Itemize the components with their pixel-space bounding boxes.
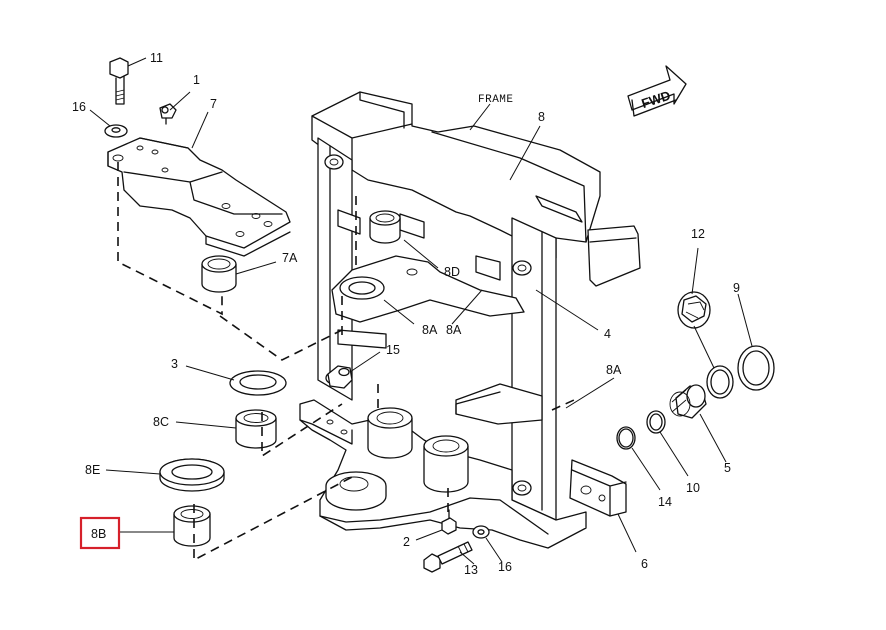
label-7: 7: [210, 97, 217, 111]
alignment-lines: [117, 162, 575, 562]
bolt-13: [423, 541, 473, 573]
ring-10: [646, 410, 666, 434]
label-15: 15: [386, 343, 400, 357]
fwd-arrow-icon: FWD: [627, 65, 687, 117]
washer-16-top: [104, 124, 128, 138]
washer-3: [229, 370, 287, 396]
label-8c: 8C: [153, 415, 169, 429]
seal-ring-right: [706, 365, 734, 399]
seal-12: [677, 291, 711, 329]
label-10: 10: [686, 481, 700, 495]
leader-lines: [89, 57, 753, 565]
bolt-11: [109, 57, 129, 105]
bushing-8c: [235, 409, 277, 449]
label-4: 4: [604, 327, 611, 341]
label-frame: FRAME: [478, 94, 514, 106]
label-8a-1: 8A: [422, 323, 438, 337]
label-16-top: 16: [72, 100, 86, 114]
bushing-7a: [201, 255, 237, 293]
label-9: 9: [733, 281, 740, 295]
label-12: 12: [691, 227, 705, 241]
label-2: 2: [403, 535, 410, 549]
label-11: 11: [150, 51, 163, 65]
washer-16-bottom: [472, 525, 490, 539]
label-8: 8: [538, 110, 545, 124]
upper-arm-7: [107, 137, 291, 257]
upper-arm-assembly: [104, 57, 291, 293]
label-7a: 7A: [282, 251, 298, 265]
frame-8: [299, 91, 641, 549]
label-8d: 8D: [444, 265, 460, 279]
label-8a-2: 8A: [446, 323, 462, 337]
label-14: 14: [658, 495, 672, 509]
o-ring-14: [616, 426, 636, 450]
part-labels: 11 1 16 7 7A 3 8C 8E 8B FRAME 8 8D 8A 8A…: [72, 51, 740, 577]
label-3: 3: [171, 357, 178, 371]
highlight-box-8b: [79, 516, 121, 550]
label-5: 5: [724, 461, 731, 475]
label-1: 1: [193, 73, 200, 87]
pin-5: [669, 384, 707, 419]
label-8a-3: 8A: [606, 363, 622, 377]
label-13: 13: [464, 563, 478, 577]
ring-9: [737, 345, 775, 391]
thrust-washer-8e: [159, 458, 225, 492]
label-8e: 8E: [85, 463, 100, 477]
label-16-bottom: 16: [498, 560, 512, 574]
label-8b: 8B: [91, 527, 106, 541]
fitting-15: [327, 365, 353, 389]
bushing-8b: [173, 505, 211, 547]
label-6: 6: [641, 557, 648, 571]
grease-fitting-1: [159, 103, 177, 125]
